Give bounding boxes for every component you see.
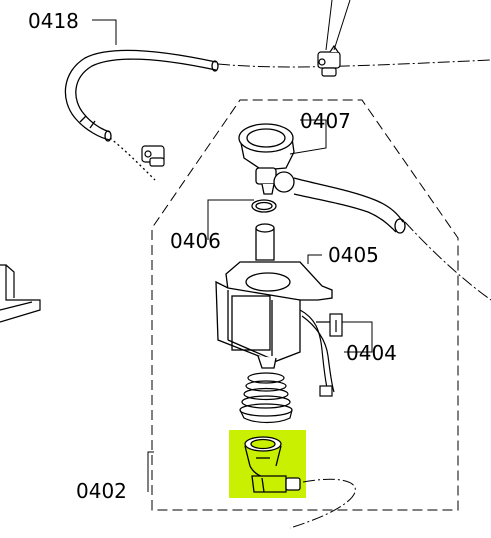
- oring-0406: [251, 199, 277, 213]
- hose-0418: [64, 49, 219, 181]
- label-0406: 0406: [170, 229, 221, 253]
- top-leader-lines: [325, 0, 351, 51]
- wiring-0404: [299, 309, 343, 397]
- tube-top-dashdot: [217, 59, 491, 68]
- assembly-outline-0402: [151, 99, 459, 511]
- label-0402: 0402: [76, 479, 127, 503]
- label-0407: 0407: [300, 109, 351, 133]
- pump-0405: [215, 223, 333, 369]
- tube-bottom-dashdot: [289, 478, 356, 529]
- label-leaders: [92, 19, 373, 492]
- elbow-fitting-highlighted: [244, 436, 301, 493]
- spring: [239, 372, 293, 424]
- side-bracket-partial: [0, 264, 41, 323]
- label-0404: 0404: [346, 341, 397, 365]
- label-0405: 0405: [328, 243, 379, 267]
- hose-clamp-left: [141, 145, 165, 167]
- label-0418: 0418: [28, 9, 79, 33]
- valve-0407: [238, 123, 295, 195]
- hose-clamp-top: [317, 44, 341, 77]
- tube-right-dashdot: [404, 221, 491, 301]
- hose-valve-outlet: [293, 177, 406, 234]
